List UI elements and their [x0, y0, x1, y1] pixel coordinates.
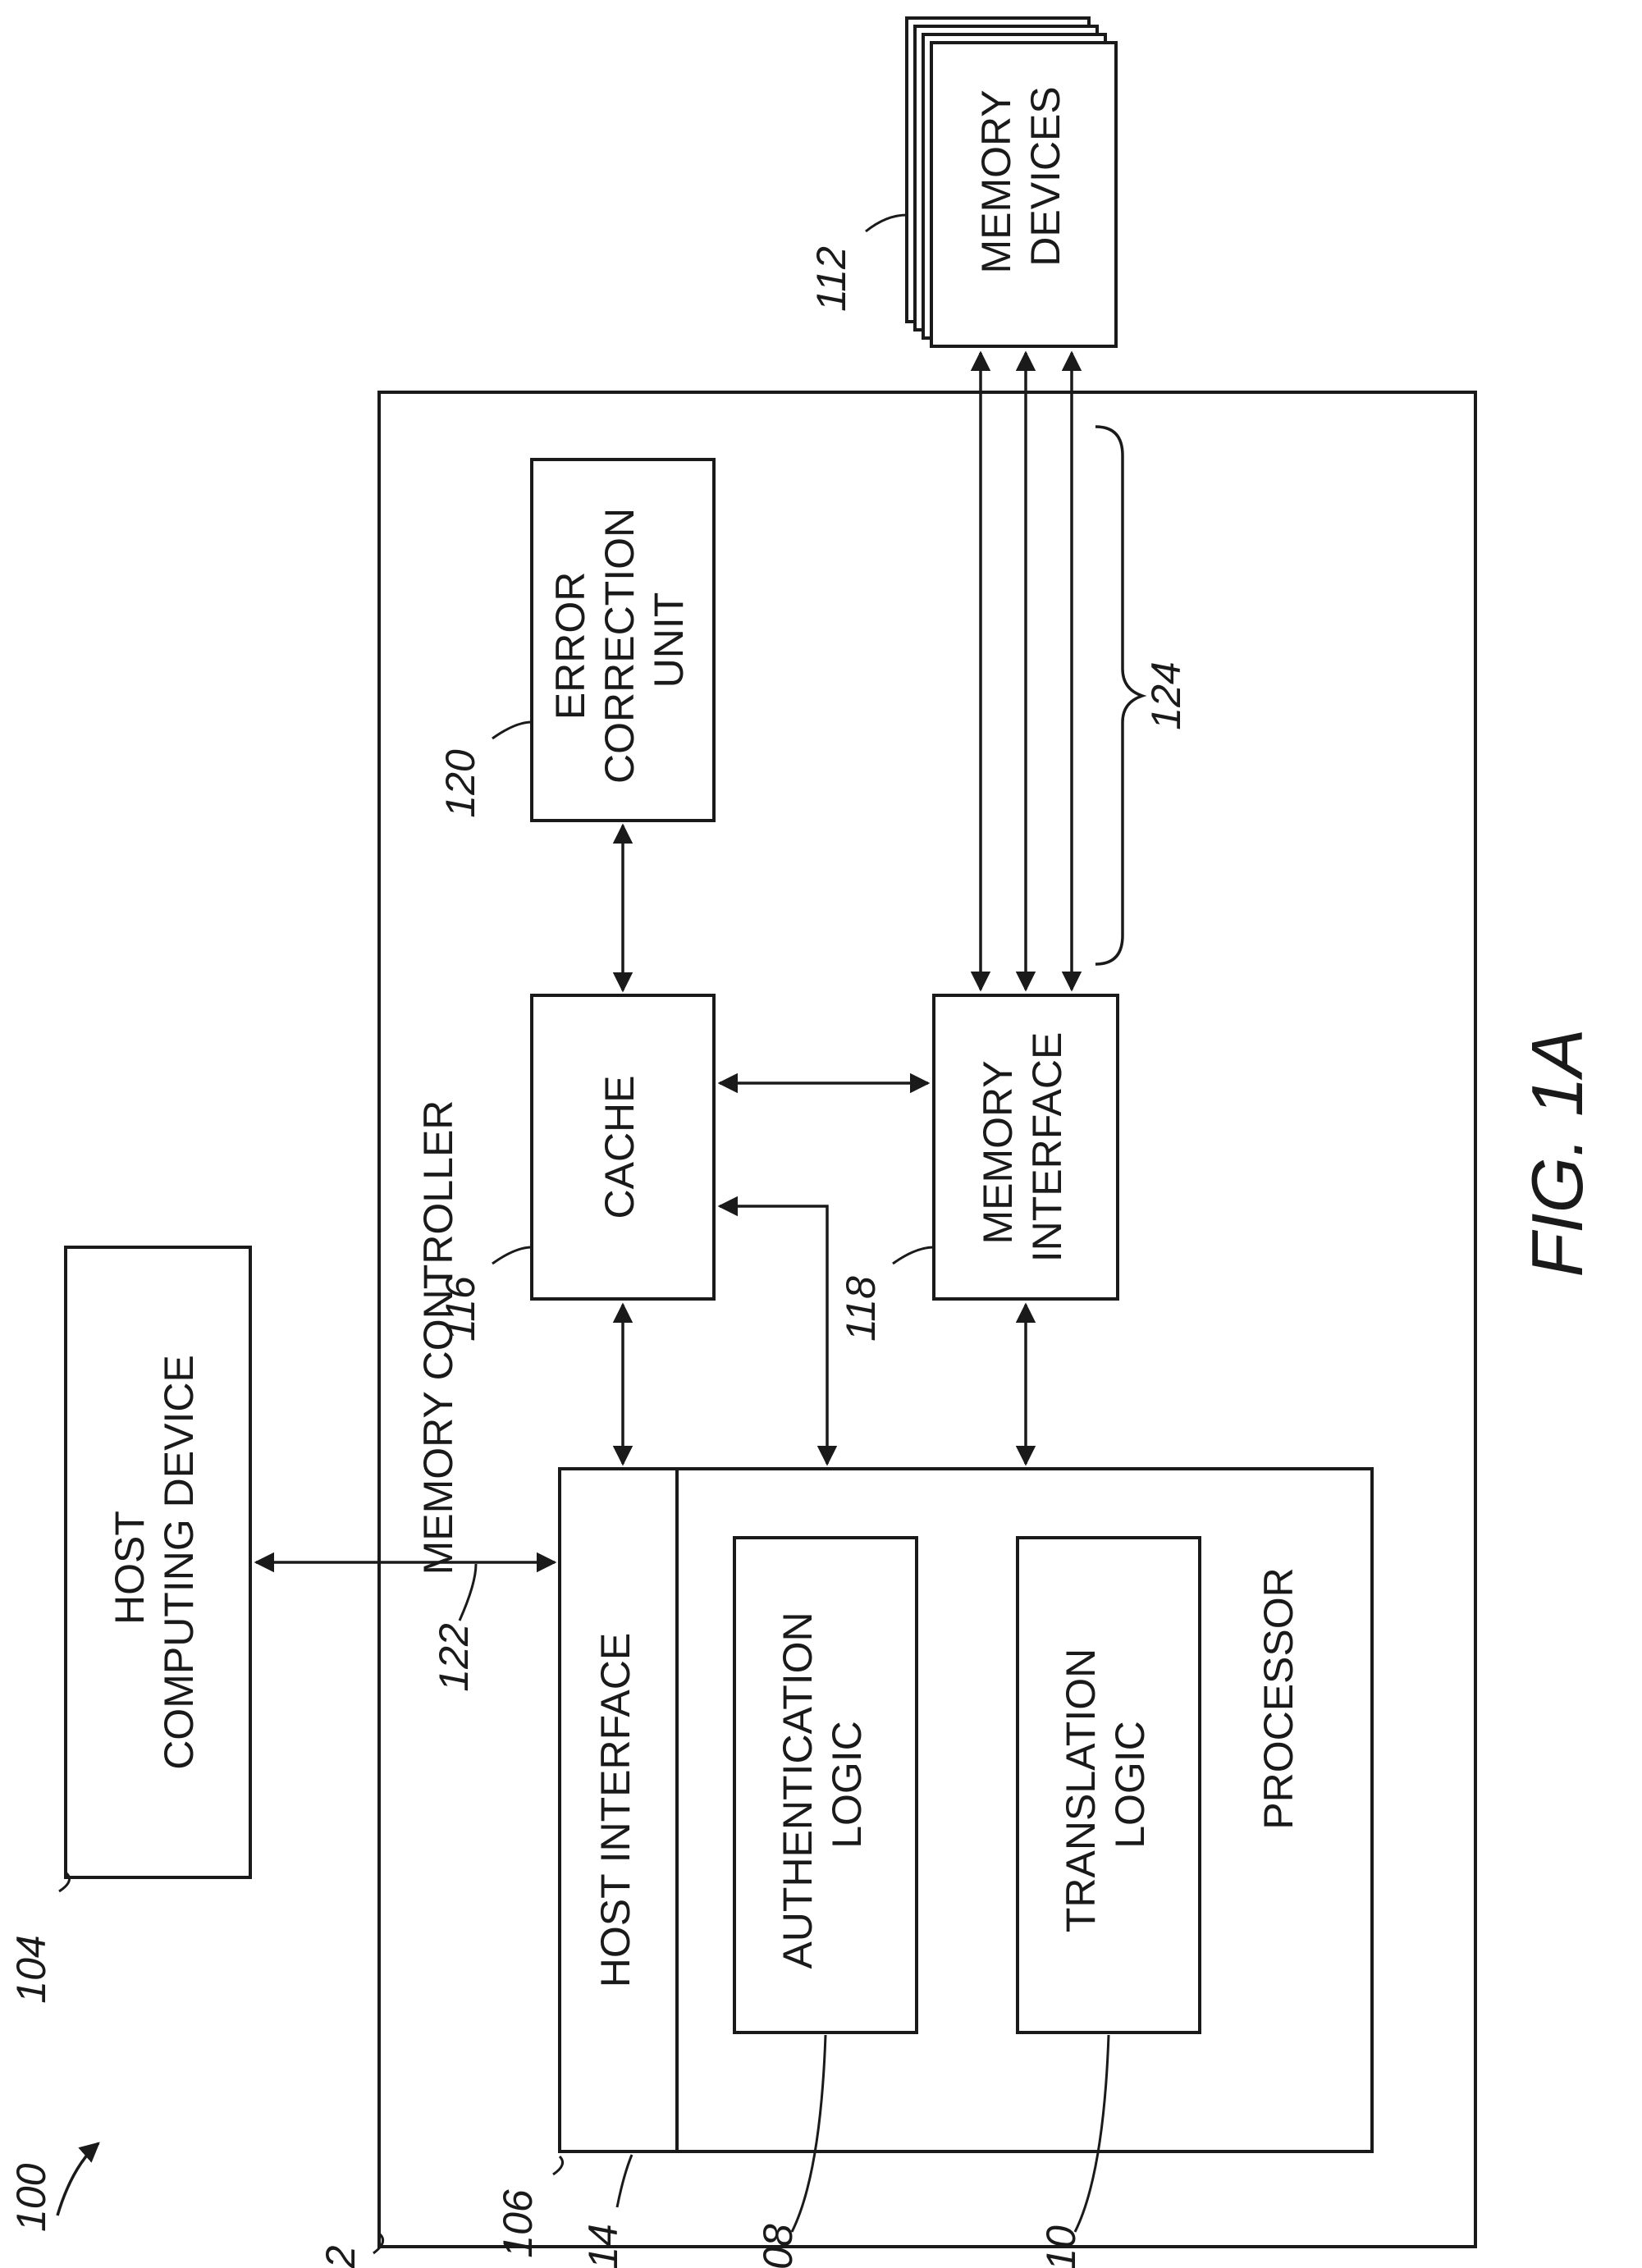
- ref-106: 106: [495, 2189, 541, 2258]
- ref-118: 118: [838, 1276, 884, 1342]
- ref-112-leader: [866, 215, 907, 231]
- host-interface-label: HOST INTERFACE: [592, 1633, 638, 1987]
- ref-108: 108: [755, 2224, 801, 2268]
- ref-104: 104: [8, 1935, 54, 2003]
- ref-124: 124: [1143, 661, 1189, 729]
- ref-116: 116: [437, 1276, 483, 1342]
- ref-122: 122: [431, 1623, 477, 1692]
- ref-100: 100: [8, 2163, 54, 2232]
- figure-label: FIG. 1A: [1516, 1028, 1598, 1277]
- ref-114: 114: [580, 2224, 626, 2268]
- processor-label: PROCESSOR: [1256, 1567, 1301, 1830]
- processor-box: [560, 1469, 1372, 2151]
- cache-label: CACHE: [597, 1075, 643, 1219]
- ref-100-arrow: [57, 2143, 98, 2215]
- ref-120: 120: [437, 749, 483, 818]
- ref-110: 110: [1038, 2225, 1084, 2268]
- ref-112: 112: [808, 246, 854, 312]
- ref-102: 102: [318, 2245, 364, 2268]
